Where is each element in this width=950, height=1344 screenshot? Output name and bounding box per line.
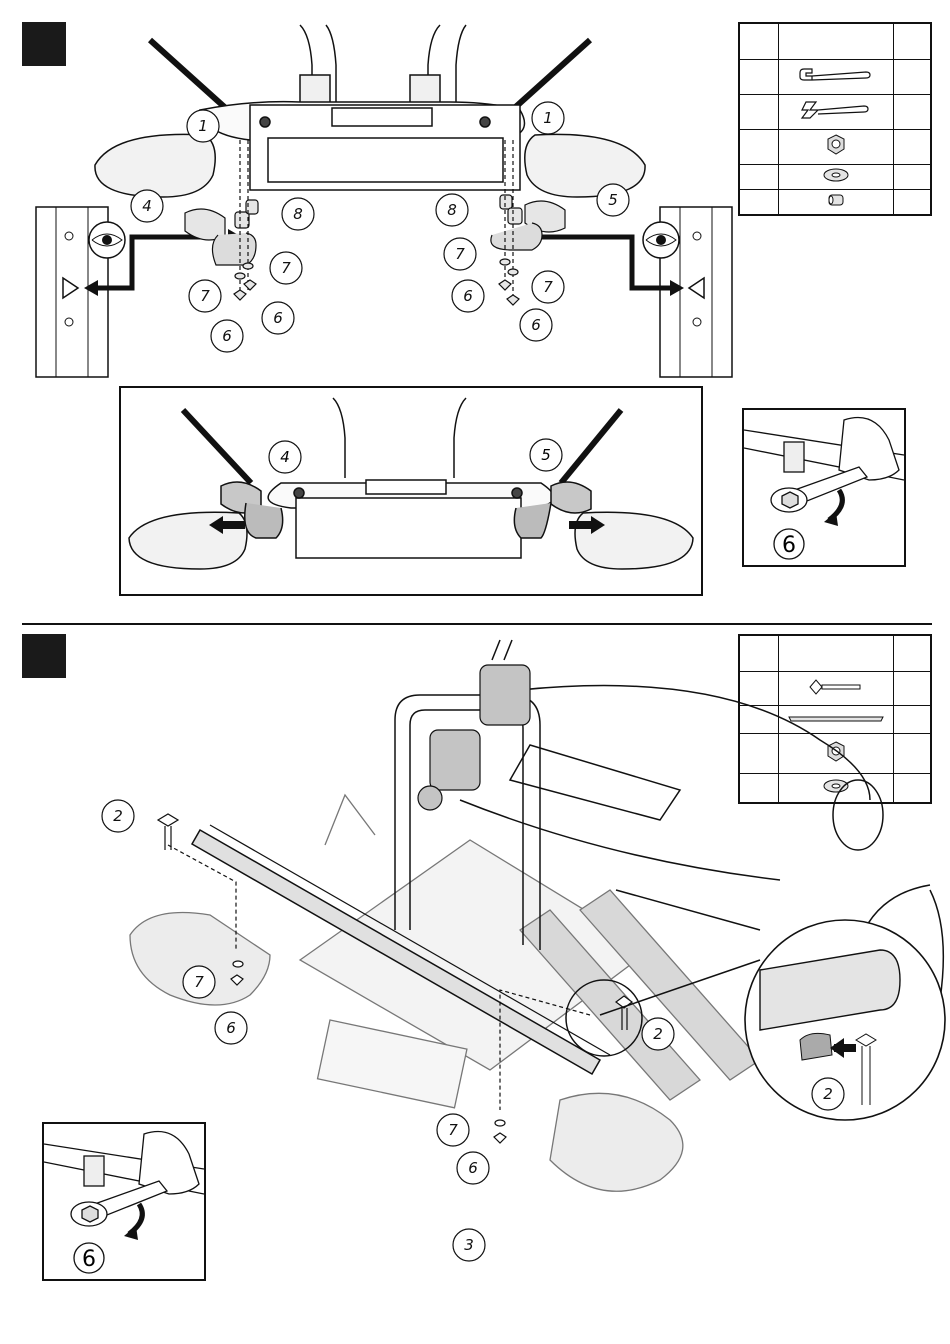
callout-label: 2 bbox=[113, 807, 123, 825]
step-divider bbox=[22, 623, 932, 625]
callout-label: 7 bbox=[543, 278, 553, 296]
callout-label: 7 bbox=[281, 259, 291, 277]
callout-label: 2 bbox=[653, 1025, 663, 1043]
zoom-detail-circle bbox=[745, 920, 945, 1120]
step-1-assembled-frame: 4 5 bbox=[119, 386, 703, 596]
callout-label: 6 bbox=[782, 533, 796, 558]
callout-label: 7 bbox=[455, 245, 465, 263]
callout-label: 5 bbox=[541, 446, 551, 464]
callout-label: 6 bbox=[82, 1247, 96, 1272]
callout-label: 7 bbox=[200, 287, 210, 305]
callout-label: 4 bbox=[142, 197, 152, 215]
callout-label: 6 bbox=[463, 287, 473, 305]
callout-label: 6 bbox=[273, 309, 283, 327]
callout-label: 8 bbox=[293, 205, 303, 223]
callout-label: 6 bbox=[226, 1019, 236, 1037]
callout-label: 7 bbox=[194, 973, 204, 991]
callout-label: 3 bbox=[464, 1236, 474, 1254]
callout-label: 6 bbox=[468, 1159, 478, 1177]
step-1-exploded-view: 1 1 4 5 8 8 7 7 7 7 6 6 6 6 bbox=[0, 0, 950, 380]
frame-holders bbox=[418, 665, 530, 810]
callout-label: 2 bbox=[823, 1085, 833, 1103]
callout-label: 6 bbox=[222, 327, 232, 345]
callout-label: 8 bbox=[447, 201, 457, 219]
callout-label: 7 bbox=[448, 1121, 458, 1139]
callout-label: 1 bbox=[543, 109, 553, 127]
callout-label: 6 bbox=[531, 316, 541, 334]
callout-label: 5 bbox=[608, 191, 618, 209]
eye-icon bbox=[643, 222, 679, 258]
callout-label: 1 bbox=[198, 117, 208, 135]
callout-label: 4 bbox=[280, 448, 290, 466]
step-1-wrench-detail: 6 bbox=[742, 408, 906, 567]
eye-icon bbox=[89, 222, 125, 258]
step-2-wrench-detail: 6 bbox=[42, 1122, 206, 1281]
